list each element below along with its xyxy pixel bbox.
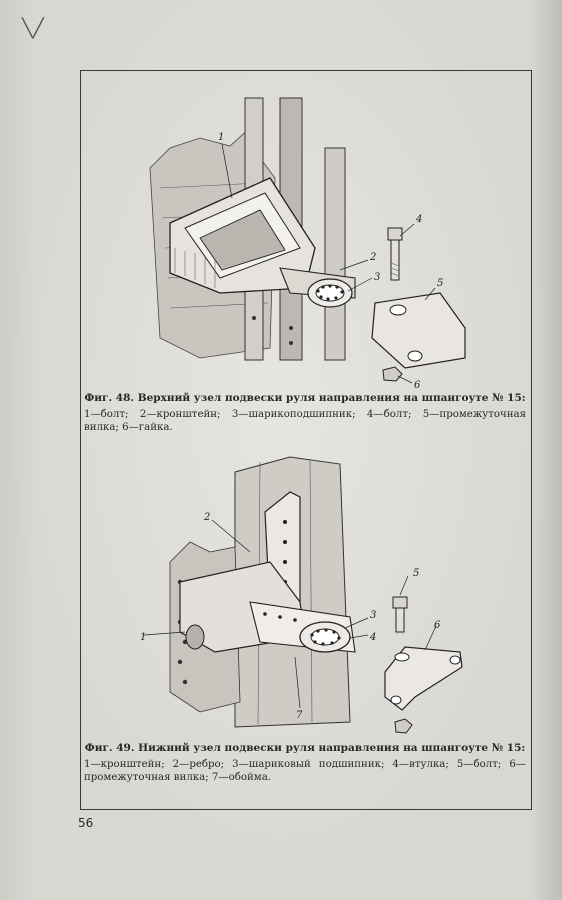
fig48-callout-4: 4 xyxy=(415,214,422,225)
figure-49-drawing: 1 2 3 4 5 6 7 xyxy=(140,452,480,742)
fig49-callout-1: 1 xyxy=(140,632,146,643)
figure-48-caption: Фиг. 48. Верхний узел подвески руля напр… xyxy=(84,392,526,434)
figure-48-title: Фиг. 48. Верхний узел подвески руля напр… xyxy=(84,392,526,404)
fig48-callout-3: 3 xyxy=(374,272,380,283)
fig49-callout-6: 6 xyxy=(434,620,441,631)
fig48-callout-5: 5 xyxy=(437,278,443,289)
fig49-callout-2: 2 xyxy=(203,512,210,523)
pencil-check-mark: ╲╱ xyxy=(22,18,44,39)
page-number: 56 xyxy=(78,816,94,830)
fig48-callout-2: 2 xyxy=(369,252,376,263)
figure-49-caption: Фиг. 49. Нижний узел подвески руля напра… xyxy=(84,742,526,784)
page-frame xyxy=(80,70,532,810)
fig49-callout-4: 4 xyxy=(369,632,376,643)
figure-48-drawing: 1 2 3 4 5 6 xyxy=(140,88,480,388)
fig49-callout-7: 7 xyxy=(296,710,303,721)
fig49-callout-5: 5 xyxy=(413,568,419,579)
fig48-callout-1: 1 xyxy=(218,132,224,143)
fig48-callout-6: 6 xyxy=(414,380,421,388)
figure-48-legend: 1—болт; 2—кронштейн; 3—шарикоподшипник; … xyxy=(84,409,526,433)
figure-49-legend: 1—кронштейн; 2—ребро; 3—шариковый подшип… xyxy=(84,759,526,783)
fig49-callout-3: 3 xyxy=(370,610,376,621)
figure-49-title: Фиг. 49. Нижний узел подвески руля напра… xyxy=(84,742,526,754)
